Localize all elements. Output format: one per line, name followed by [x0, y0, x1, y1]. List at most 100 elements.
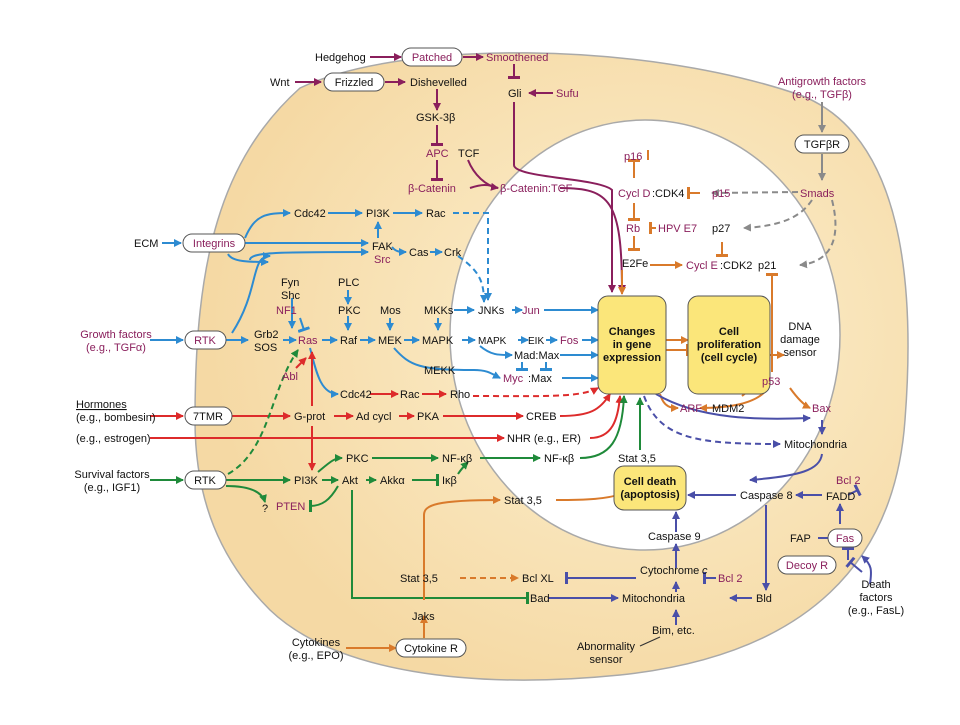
label-jun: Jun: [522, 305, 540, 317]
label-apc: APC: [426, 148, 449, 160]
rtk-mapk-arrows: [150, 252, 599, 398]
label-abn-2: sensor: [589, 654, 622, 666]
label-nfkb-1: NF-κβ: [442, 453, 472, 465]
label-bad: Bad: [530, 593, 550, 605]
wnt-hedgehog-arrows: [295, 53, 626, 293]
cell-death-box: [613, 465, 687, 511]
label-rho: Rho: [450, 389, 470, 401]
label-nfkb-2: NF-κβ: [544, 453, 574, 465]
label-cytokines-1: Cytokines: [292, 637, 341, 649]
label-fyn: Fyn: [281, 277, 299, 289]
label-rtk-growth: RTK: [194, 335, 216, 347]
label-tcf: TCF: [458, 148, 480, 160]
label-deathf-2: factors: [859, 592, 893, 604]
label-creb: CREB: [526, 411, 557, 423]
label-death-2: (apoptosis): [620, 489, 680, 501]
label-crk: Crk: [444, 247, 462, 259]
label-changes-2: in gene: [613, 339, 652, 351]
label-p21: p21: [758, 260, 776, 272]
label-cas: Cas: [409, 247, 429, 259]
label-pkc-low: PKC: [346, 453, 369, 465]
label-caspase8: Caspase 8: [740, 490, 793, 502]
label-p53: p53: [762, 376, 780, 388]
label-cyto-c: c: [702, 565, 708, 577]
label-bcl2-a: Bcl 2: [836, 475, 860, 487]
label-grb2: Grb2: [254, 329, 278, 341]
label-e2f: E2Fe: [622, 258, 648, 270]
label-caspase9: Caspase 9: [648, 531, 701, 543]
label-prolif-2: proliferation: [697, 339, 761, 351]
label-cdk2: :CDK2: [720, 260, 752, 272]
label-cytokine-r: Cytokine R: [404, 643, 458, 655]
fas-box: [827, 528, 863, 548]
cell-proliferation-box: [687, 295, 771, 395]
tgfbr-box: [794, 134, 850, 154]
label-hedgehog: Hedgehog: [315, 52, 366, 64]
label-smads: Smads: [800, 188, 835, 200]
label-fos: Fos: [560, 335, 579, 347]
label-arf: ARF: [680, 403, 702, 415]
label-mito-low: Mitochondria: [622, 593, 686, 605]
label-myc: Myc: [503, 373, 524, 385]
label-dna-2: damage: [780, 334, 820, 346]
label-bim: Bim, etc.: [652, 625, 695, 637]
label-p27: p27: [712, 223, 730, 235]
label-hormones-2: (e.g., bombesin): [76, 412, 155, 424]
label-abl: Abl: [282, 371, 298, 383]
label-bcl2-b: Bcl 2: [718, 573, 742, 585]
label-abn-1: Abnormality: [577, 641, 636, 653]
label-sos: SOS: [254, 342, 277, 354]
label-bclxl: Bcl XL: [522, 573, 554, 585]
red-arrows: [150, 351, 624, 471]
label-pten: PTEN: [276, 501, 305, 513]
label-ras: Ras: [298, 335, 318, 347]
label-antigrowth-1: Antigrowth factors: [778, 76, 867, 88]
label-raf: Raf: [340, 335, 358, 347]
label-decoy-r: Decoy R: [786, 560, 828, 572]
label-question: ?: [262, 503, 268, 515]
label-smoothened: Smoothened: [486, 52, 548, 64]
label-cycl-d: Cycl D: [618, 188, 650, 200]
label-nhr: NHR (e.g., ER): [507, 433, 581, 445]
label-pi3k-top: PI3K: [366, 208, 391, 220]
gene-expression-box: [597, 295, 667, 395]
label-prolif-1: Cell: [719, 326, 739, 338]
label-akt: Akt: [342, 475, 358, 487]
cytokine-r-box: [395, 638, 467, 658]
label-deathf-1: Death: [861, 579, 890, 591]
frizzled-box: [323, 72, 385, 92]
label-hpv-e7: HPV E7: [658, 223, 697, 235]
label-gsk3b: GSK-3β: [416, 112, 455, 124]
label-mad-max: Mad:Max: [514, 350, 560, 362]
label-sufu: Sufu: [556, 88, 579, 100]
label-ecm: ECM: [134, 238, 158, 250]
label-cyto: Cytochrome: [640, 565, 699, 577]
label-hormones-1: Hormones: [76, 399, 127, 411]
antigrowth-arrows: [711, 102, 837, 269]
label-survival-1: Survival factors: [74, 469, 150, 481]
label-dna-3: sensor: [783, 347, 816, 359]
label-antigrowth-2: (e.g., TGFβ): [792, 89, 852, 101]
label-ikb: Iκβ: [442, 475, 457, 487]
label-rac-top: Rac: [426, 208, 446, 220]
rtk-growth-box: [184, 330, 227, 350]
label-bld: Bld: [756, 593, 772, 605]
seven-tmr-box: [184, 406, 233, 426]
label-p15: p15: [712, 188, 730, 200]
label-frizzled: Frizzled: [335, 77, 374, 89]
label-prolif-3: (cell cycle): [701, 352, 758, 364]
label-akka: Akkα: [380, 475, 405, 487]
label-cdk4: :CDK4: [652, 188, 684, 200]
label-jnks: JNKs: [478, 305, 505, 317]
label-pkc-mid: PKC: [338, 305, 361, 317]
label-b-catenin-tcf: β-Catenin:TCF: [500, 183, 573, 195]
label-src: Src: [374, 254, 391, 266]
label-cdc42-low: Cdc42: [340, 389, 372, 401]
label-changes-1: Changes: [609, 326, 655, 338]
label-p16: p16: [624, 151, 642, 163]
patched-box: [401, 47, 463, 67]
label-fak: FAK: [372, 241, 393, 253]
label-stat-low: Stat 3,5: [400, 573, 438, 585]
label-cytokines-2: (e.g., EPO): [288, 650, 343, 662]
